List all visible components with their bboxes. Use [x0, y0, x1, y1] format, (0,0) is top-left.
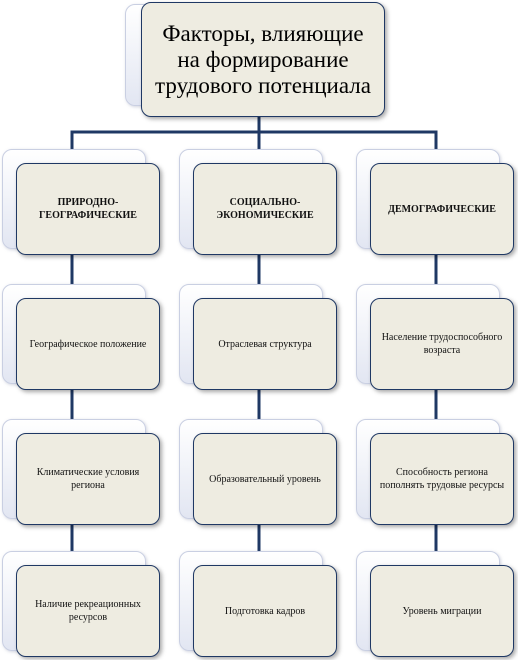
col2-item3: Подготовка кадров — [224, 605, 306, 617]
col1-item1-box: Географическое положение — [16, 298, 160, 390]
col1-heading-box: ПРИРОДНО-ГЕОГРАФИЧЕСКИЕ — [16, 163, 160, 255]
col2-item2: Образовательный уровень — [209, 473, 321, 485]
col1-item2-box: Климатические условия региона — [16, 433, 160, 525]
col1-heading: ПРИРОДНО-ГЕОГРАФИЧЕСКИЕ — [39, 197, 137, 221]
col2-item3-box: Подготовка кадров — [193, 565, 337, 657]
col3-item2-box: Способность региона пополнять трудовые р… — [370, 433, 514, 525]
col3-heading-box: ДЕМОГРАФИЧЕСКИЕ — [370, 163, 514, 255]
col1-item3-box: Наличие рекреационных ресурсов — [16, 565, 160, 657]
col3-item3: Уровень миграции — [402, 605, 482, 617]
col2-heading: СОЦИАЛЬНО-ЭКОНОМИЧЕСКИЕ — [216, 197, 314, 221]
col3-item1-box: Население трудоспособного возраста — [370, 298, 514, 390]
col3-heading: ДЕМОГРАФИЧЕСКИЕ — [388, 203, 496, 215]
col1-item1: Географическое положение — [29, 338, 147, 350]
col2-item2-box: Образовательный уровень — [193, 433, 337, 525]
diagram-title: Факторы, влияющие на формирование трудов… — [155, 20, 371, 98]
col1-item3: Наличие рекреационных ресурсов — [35, 599, 141, 623]
col2-item1: Отраслевая структура — [218, 338, 312, 350]
col3-item1: Население трудоспособного возраста — [381, 332, 503, 356]
col3-item2: Способность региона пополнять трудовые р… — [379, 467, 505, 491]
col3-item3-box: Уровень миграции — [370, 565, 514, 657]
col1-item2: Климатические условия региона — [36, 467, 140, 491]
col2-item1-box: Отраслевая структура — [193, 298, 337, 390]
root-node-box: Факторы, влияющие на формирование трудов… — [141, 2, 385, 117]
col2-heading-box: СОЦИАЛЬНО-ЭКОНОМИЧЕСКИЕ — [193, 163, 337, 255]
